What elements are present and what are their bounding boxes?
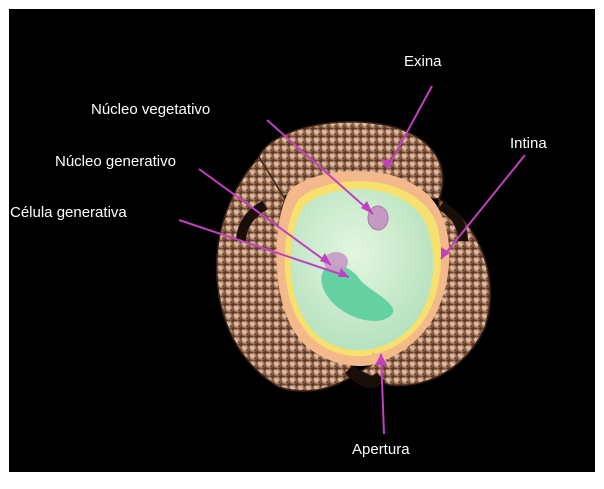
diagram-panel: Exina Núcleo vegetativo Intina Núcleo ge… [9,9,595,472]
cytoplasm [291,189,434,350]
vegetative-nucleus [368,206,388,230]
label-intina: Intina [510,135,547,153]
pointer-intina [441,155,525,259]
label-exina: Exina [404,53,442,71]
pollen-grain-illustration [9,9,595,472]
label-celula-generativa: Célula generativa [10,204,127,222]
label-nucleo-generativo: Núcleo generativo [55,153,176,171]
label-nucleo-vegetativo: Núcleo vegetativo [91,101,210,119]
label-apertura: Apertura [352,441,410,459]
